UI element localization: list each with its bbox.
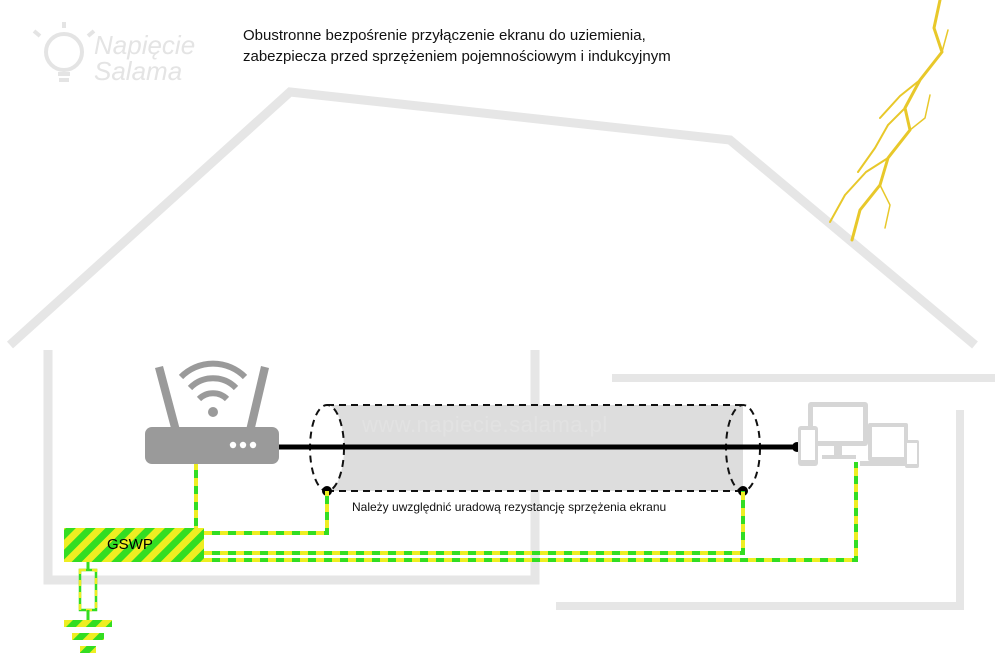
gswp-bar (64, 528, 204, 562)
ground-wires (194, 462, 858, 562)
ground-symbol-icon (64, 562, 112, 653)
house-outline-right (556, 374, 995, 610)
lightning-icon (829, 0, 949, 242)
router-icon (145, 360, 279, 464)
ground-wire-shield-right (204, 491, 745, 555)
ground-wire-shield-left (204, 491, 329, 535)
lightbulb-icon (32, 22, 96, 82)
devices-icon (798, 402, 919, 468)
ground-wire-devices (204, 462, 858, 562)
house-outline-left (6, 87, 978, 585)
